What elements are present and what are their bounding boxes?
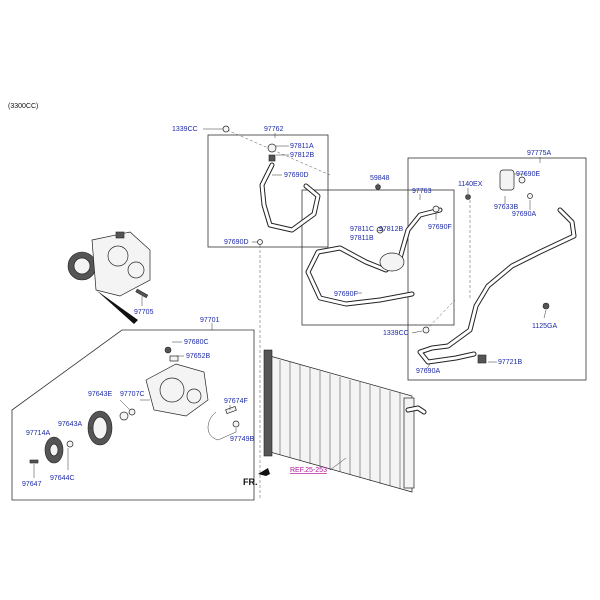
box-liquid-tube	[407, 157, 587, 381]
bolt-97705	[135, 288, 149, 299]
label-97680c: 97680C	[184, 339, 209, 346]
compressor-exploded	[145, 346, 240, 441]
engine-label: (3300CC)	[8, 103, 38, 110]
label-97674f: 97674F	[224, 398, 248, 405]
label-97644c: 97644C	[50, 475, 75, 482]
bolt-1140ex	[465, 194, 471, 200]
sensor-97721b	[477, 354, 487, 364]
label-97690f-left: 97690F	[334, 291, 358, 298]
label-97707c: 97707C	[120, 391, 145, 398]
condenser	[263, 349, 427, 493]
fitting-97812b	[268, 154, 276, 162]
liquid-tube	[417, 207, 577, 365]
label-97690a-low: 97690A	[416, 368, 440, 375]
label-97690a-top: 97690A	[512, 211, 536, 218]
label-97643a: 97643A	[58, 421, 82, 428]
fitting-97811a	[267, 143, 277, 153]
box-suction-hose	[301, 189, 455, 326]
compressor-main	[67, 231, 151, 297]
label-97690f-right: 97690F	[428, 224, 452, 231]
label-97763: 97763	[412, 188, 432, 195]
label-97721b: 97721B	[498, 359, 522, 366]
label-97690e: 97690E	[516, 171, 540, 178]
label-97714a: 97714A	[26, 430, 50, 437]
guide-line-3	[425, 299, 456, 331]
label-97705: 97705	[134, 309, 154, 316]
clutch-pulley	[87, 408, 136, 446]
bolt-1125ga	[542, 302, 550, 310]
ref-link[interactable]: REF.25-253	[290, 467, 327, 474]
compressor-leader	[96, 290, 138, 324]
box-discharge-hose	[207, 134, 329, 248]
label-97701: 97701	[200, 317, 220, 324]
oring-97690e	[518, 176, 526, 184]
label-1339cc-low: 1339CC	[383, 330, 409, 337]
ref-leader	[329, 457, 347, 471]
box-compressor-assembly	[11, 329, 255, 501]
nut-1339cc-top	[222, 125, 230, 133]
label-1125ga: 1125GA	[532, 323, 557, 330]
clutch-plate	[29, 436, 74, 464]
label-97647: 97647	[22, 481, 42, 488]
label-59848: 59848	[370, 175, 390, 182]
guide-line-1	[226, 129, 331, 176]
muffler	[379, 252, 405, 272]
nut-1339cc-low	[422, 326, 430, 334]
label-97652b: 97652B	[186, 353, 210, 360]
front-arrow	[258, 468, 270, 476]
label-97811c: 97811C	[350, 226, 374, 233]
label-97812b-mid: 97812B	[379, 226, 403, 233]
label-97749b: 97749B	[230, 436, 254, 443]
label-97812b-top: 97812B	[290, 152, 314, 159]
front-marker: FR.	[243, 477, 258, 487]
receiver-drier	[499, 169, 515, 191]
label-97690d-low: 97690D	[224, 239, 249, 246]
oring-97690a-top	[527, 193, 533, 199]
label-1339cc-top: 1339CC	[172, 126, 198, 133]
label-1140ex: 1140EX	[458, 181, 483, 188]
label-97762: 97762	[264, 126, 284, 133]
oring-97690f	[432, 205, 440, 213]
label-97775a: 97775A	[527, 150, 551, 157]
label-97811a: 97811A	[290, 143, 314, 150]
label-97811b: 97811B	[350, 235, 374, 242]
bolt-59848	[375, 184, 381, 190]
oring-97690d	[257, 239, 263, 245]
label-97643e: 97643E	[88, 391, 112, 398]
label-97633b: 97633B	[494, 204, 518, 211]
label-97690d: 97690D	[284, 172, 309, 179]
